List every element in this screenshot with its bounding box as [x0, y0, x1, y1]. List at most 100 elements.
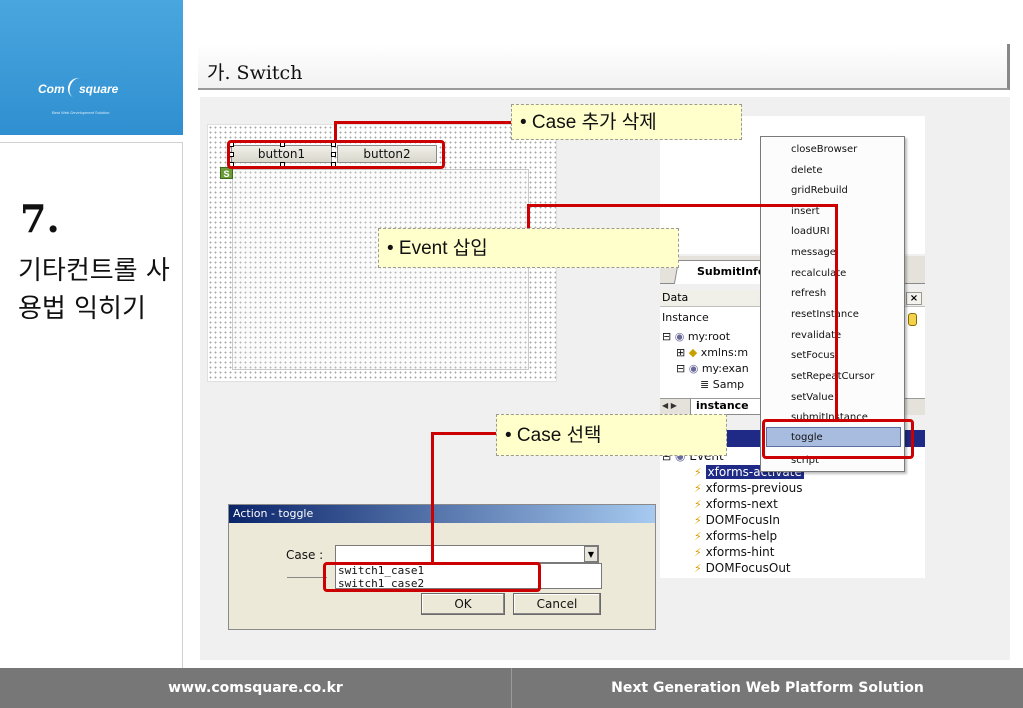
comsquare-logo: Com square — [38, 75, 148, 104]
lightning-icon: ⚡ — [694, 530, 702, 543]
lightning-icon: ⚡ — [694, 482, 702, 495]
close-icon[interactable]: × — [906, 292, 922, 305]
event-item[interactable]: ⚡ xforms-hint — [694, 545, 774, 559]
menu-item-setrepeatcursor[interactable]: setRepeatCursor — [791, 371, 875, 382]
menu-item-resetinstance[interactable]: resetInstance — [791, 309, 859, 320]
section-number: 7. — [20, 196, 60, 241]
lightning-icon: ⚡ — [694, 562, 702, 575]
designer-button2[interactable]: button2 — [337, 145, 437, 163]
callout-case-add-delete: • Case 추가 삭제 — [511, 104, 742, 140]
menu-item-insert[interactable]: insert — [791, 206, 820, 217]
tree-node-sample[interactable]: ≣ Samp — [700, 378, 744, 391]
slide-title: 가. Switch — [207, 62, 303, 84]
event-item[interactable]: ⚡ xforms-help — [694, 529, 777, 543]
menu-item-recalculate[interactable]: recalculate — [791, 268, 847, 279]
cancel-button[interactable]: Cancel — [513, 593, 601, 615]
lightning-icon: ⚡ — [694, 514, 702, 527]
menu-item-delete[interactable]: delete — [791, 165, 823, 176]
highlight-buttons — [227, 140, 445, 169]
annotation-line — [835, 204, 838, 421]
annotation-line — [334, 121, 512, 124]
event-label: xforms-help — [705, 529, 778, 543]
lightning-icon: ⚡ — [694, 498, 702, 511]
text-node-icon: ≣ — [700, 378, 710, 391]
callout-case-select: • Case 선택 — [496, 414, 727, 456]
menu-item-toggle[interactable]: toggle — [791, 432, 823, 443]
lightning-icon: ⚡ — [694, 546, 702, 559]
expand-icon[interactable]: ⊞ — [676, 346, 686, 359]
designer-button1[interactable]: button1 — [231, 145, 332, 163]
tree-node-label: my:exan — [701, 362, 749, 375]
lightning-icon: ⚡ — [694, 466, 702, 479]
annotation-line — [527, 204, 530, 230]
case-select[interactable] — [335, 545, 599, 563]
slide-header-bar — [198, 44, 1010, 90]
logo-text-square: square — [79, 82, 119, 96]
case-label: Case : — [286, 548, 324, 562]
annotation-line — [431, 432, 498, 435]
database-icon[interactable] — [908, 313, 917, 326]
menu-item-refresh[interactable]: refresh — [791, 288, 827, 299]
tree-node-xmlns[interactable]: ⊞ ◆ xmlns:m — [676, 346, 748, 359]
menu-item-setfocus[interactable]: setFocus — [791, 350, 835, 361]
node-icon: ◉ — [674, 330, 685, 343]
highlight-toggle — [762, 419, 914, 459]
event-label: xforms-previous — [705, 481, 803, 495]
node-icon: ◉ — [675, 449, 686, 463]
collapse-icon[interactable]: ⊟ — [676, 362, 686, 375]
annotation-line — [431, 432, 434, 564]
callout-event-insert: • Event 삽입 — [378, 228, 679, 268]
annotation-line — [527, 204, 838, 207]
event-label: xforms-next — [705, 497, 778, 511]
menu-item-script[interactable]: script — [791, 455, 819, 466]
footer-divider — [511, 668, 512, 708]
menu-item-revalidate[interactable]: revalidate — [791, 330, 842, 341]
resize-handle[interactable] — [331, 152, 336, 157]
logo-text-com: Com — [38, 82, 65, 96]
case-option[interactable]: switch1_case1 — [338, 564, 425, 577]
switch-icon: S — [220, 167, 233, 179]
menu-item-loaduri[interactable]: loadURI — [791, 226, 830, 237]
tree-node-label: xmlns:m — [700, 346, 749, 359]
dialog-separator — [287, 577, 327, 578]
switch-control[interactable] — [232, 169, 529, 370]
tab-submitinfo[interactable]: SubmitInfo — [673, 260, 769, 284]
highlight-cases — [323, 562, 541, 592]
annotation-line — [334, 121, 337, 143]
section-title: 기타컨트롤 사용법 익히기 — [18, 256, 170, 324]
left-divider — [0, 135, 183, 143]
tab-submitinfo-label: SubmitInfo — [697, 265, 766, 278]
event-item[interactable]: ⚡ DOMFocusOut — [694, 561, 791, 575]
ok-button[interactable]: OK — [421, 593, 505, 615]
collapse-icon[interactable]: ⊟ — [662, 330, 672, 343]
brand-panel — [0, 0, 183, 135]
footer-website: www.comsquare.co.kr — [168, 680, 343, 696]
brand-tagline: Best Web Development Solution — [52, 110, 110, 115]
menu-item-setvalue[interactable]: setValue — [791, 392, 834, 403]
event-label: DOMFocusOut — [705, 561, 791, 575]
event-item[interactable]: ⚡ xforms-previous — [694, 481, 803, 495]
attribute-icon: ◆ — [688, 346, 698, 359]
instance-label: Instance — [662, 311, 709, 324]
event-label: DOMFocusIn — [705, 513, 781, 527]
tree-node-label: Samp — [712, 378, 745, 391]
event-item[interactable]: ⚡ DOMFocusIn — [694, 513, 780, 527]
case-dropdown-list[interactable]: switch1_case1 switch1_case2 — [335, 563, 602, 589]
tab-scroll-arrows-icon[interactable]: ◀ ▶ — [662, 401, 677, 410]
dialog-title[interactable]: Action - toggle — [229, 505, 655, 523]
action-context-menu — [760, 136, 905, 472]
menu-item-message[interactable]: message — [791, 247, 836, 258]
tree-node-label: my:root — [687, 330, 731, 343]
menu-item-gridrebuild[interactable]: gridRebuild — [791, 185, 848, 196]
menu-selection-highlight — [766, 427, 901, 447]
case-option[interactable]: switch1_case2 — [338, 577, 425, 590]
dropdown-arrow-icon[interactable]: ▼ — [584, 546, 598, 562]
node-icon: ◉ — [688, 362, 699, 375]
menu-item-submitinstance[interactable]: submitInstance — [791, 412, 868, 423]
tree-node-example[interactable]: ⊟ ◉ my:exan — [676, 362, 749, 375]
collapse-icon[interactable]: ⊟ — [662, 450, 672, 463]
tree-node-root[interactable]: ⊟ ◉ my:root — [662, 330, 730, 343]
menu-item-closebrowser[interactable]: closeBrowser — [791, 144, 858, 155]
vertical-divider — [182, 143, 183, 668]
event-item[interactable]: ⚡ xforms-next — [694, 497, 778, 511]
